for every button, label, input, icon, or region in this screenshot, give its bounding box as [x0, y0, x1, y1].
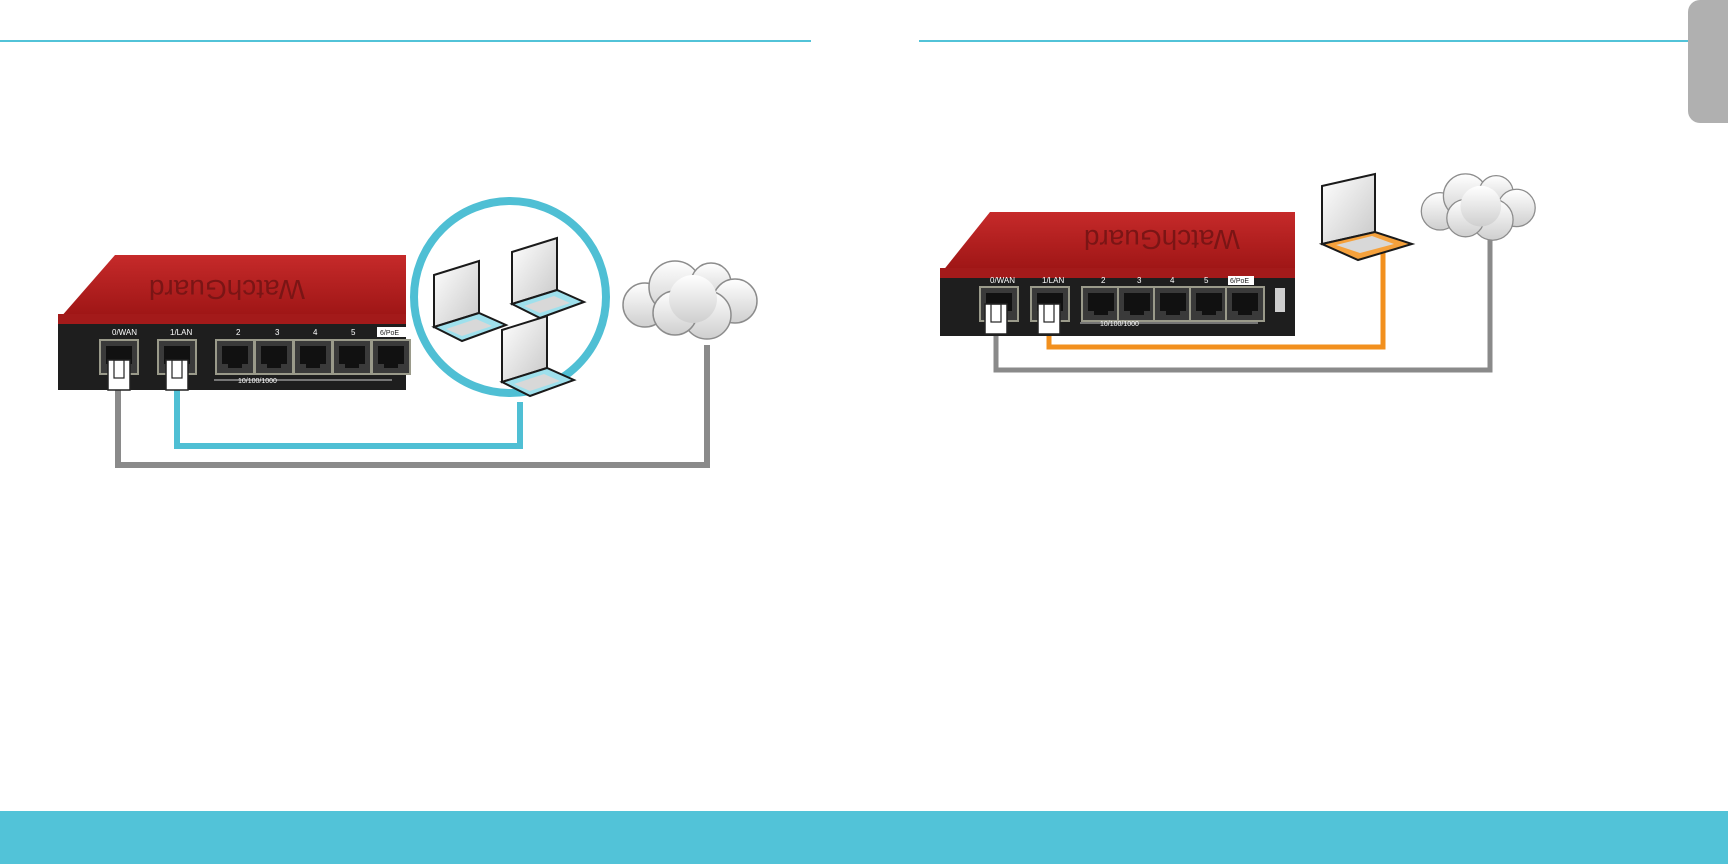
device-brand-left: WatchGuard: [149, 274, 305, 305]
port-label-wan: 0/WAN: [112, 328, 137, 337]
port-label-wan-right: 0/WAN: [990, 276, 1015, 285]
port-label-6-right: 6/PoE: [1230, 278, 1249, 285]
port-label-5-right: 5: [1204, 276, 1209, 285]
port-label-2-right: 2: [1101, 276, 1106, 285]
port-label-2: 2: [236, 328, 241, 337]
port-label-3: 3: [275, 328, 280, 337]
firewall-device-right: WatchGuard 0/WAN 1/LAN 2 3 4 5 6/PoE 10/…: [940, 212, 1295, 336]
cloud-icon: [623, 261, 757, 339]
footer-bar: [0, 811, 1728, 864]
lan-cable-left: [177, 385, 520, 446]
device-brand-right: WatchGuard: [1084, 224, 1240, 255]
port-label-4: 4: [313, 328, 318, 337]
port-label-lan: 1/LAN: [170, 328, 192, 337]
laptop-icon: [1322, 174, 1412, 260]
port-label-3-right: 3: [1137, 276, 1142, 285]
port-label-lan-right: 1/LAN: [1042, 276, 1064, 285]
right-diagram: WatchGuard 0/WAN 1/LAN 2 3 4 5 6/PoE 10/…: [940, 174, 1535, 370]
speed-label-right: 10/100/1000: [1100, 321, 1139, 328]
firewall-device-left: WatchGuard 0/WAN 1/LAN 2 3 4 5 6/PoE 10/…: [58, 255, 410, 390]
cloud-icon-right: [1421, 174, 1535, 240]
left-diagram: WatchGuard 0/WAN 1/LAN 2 3 4 5 6/PoE 10/…: [58, 201, 757, 465]
port-label-5: 5: [351, 328, 356, 337]
speed-label-left: 10/100/1000: [238, 378, 277, 385]
port-label-4-right: 4: [1170, 276, 1175, 285]
port-label-6: 6/PoE: [380, 330, 399, 337]
